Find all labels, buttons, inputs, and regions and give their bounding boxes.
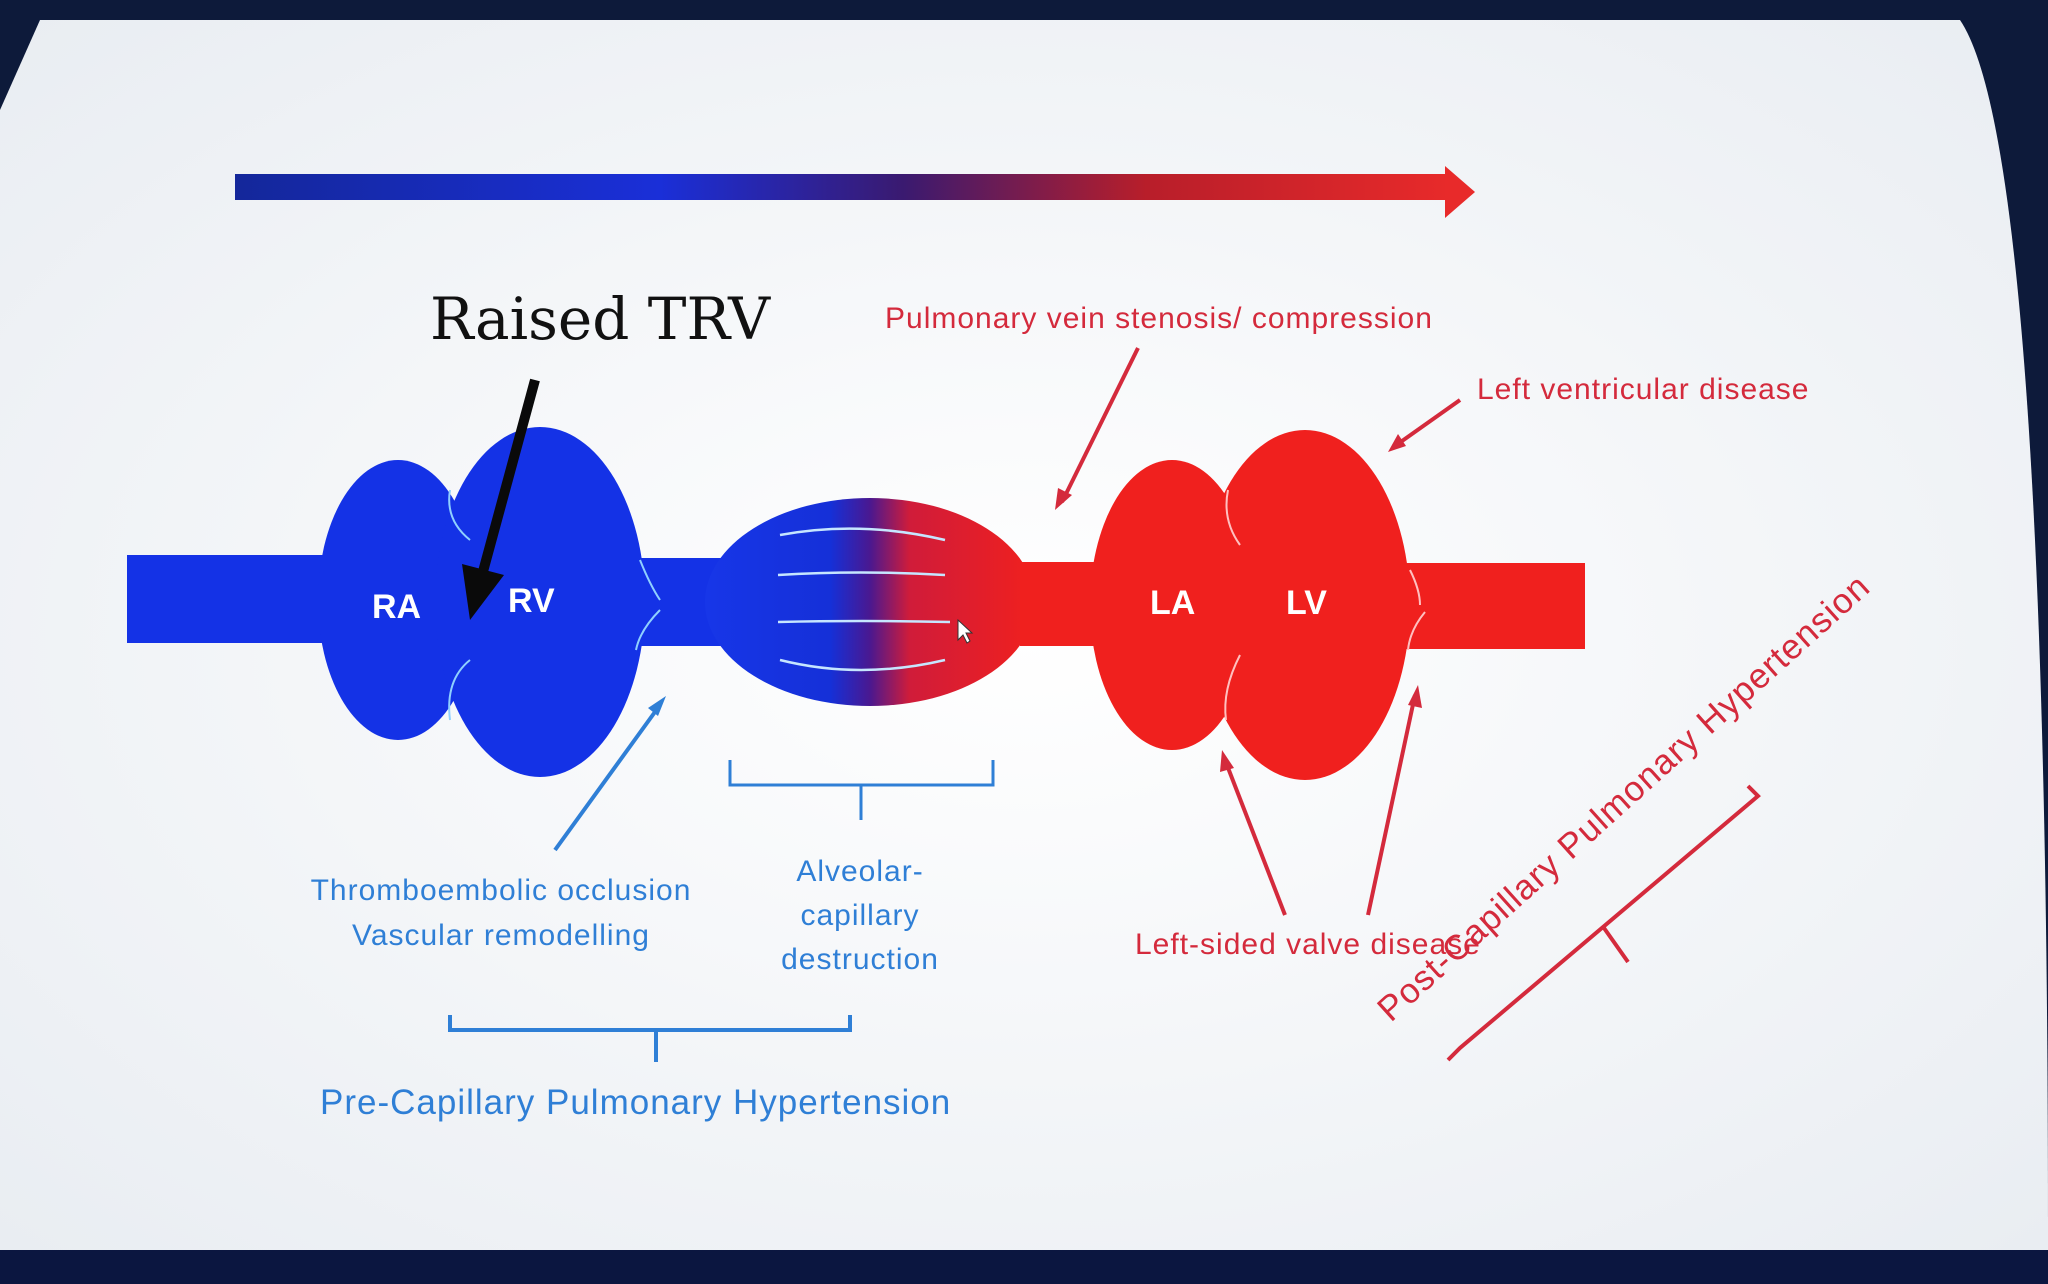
trv-arrow-head [462,564,504,620]
chamber-label-ra: RA [372,588,422,626]
left-ventricle-shape [1200,430,1410,780]
left-valve-label: Left-sided valve disease [1135,928,1481,961]
pulmonary-vein-arrow-line [1060,347,1140,503]
pre-capillary-bracket [448,1015,852,1062]
valve-arrow-aortic-line [1366,694,1417,916]
valve-arrow-mitral-head [1220,750,1234,772]
mitral-valve-line-lower [1224,654,1241,721]
left-ventricular-arrow-line [1393,398,1462,448]
pulmonary-vein-arrow-head [1055,488,1072,510]
capillary-line [779,527,946,542]
aortic-valve-line-lower [1407,611,1426,651]
chamber-label-la: LA [1150,584,1196,622]
left-ventricular-arrow-head [1388,434,1406,452]
thromboembolic-arrow-line [553,703,662,852]
tricuspid-valve-line [448,489,471,541]
aorta-vessel [1400,563,1585,649]
valve-arrow-mitral-line [1223,759,1287,916]
tricuspid-valve-line-lower [448,659,471,721]
right-atrium-shape [318,460,478,740]
mouse-cursor-icon [957,618,974,644]
pulmonary-valve-line [639,559,661,601]
left-ventricular-label: Left ventricular disease [1477,373,1810,406]
right-ventricle-shape [435,427,645,777]
alveolar-label: Alveolar-capillary destruction [781,855,939,976]
capillary-line [777,619,951,624]
chamber-label-rv: RV [508,582,555,620]
mitral-valve-line [1225,489,1241,546]
remodelling-label-line: Vascular remodelling [352,919,650,952]
flow-arrow-head [1445,166,1475,218]
alveolar-bracket [728,760,995,820]
diagram-title: Raised TRV [430,285,770,353]
capillary-line [779,658,946,672]
capillary-line [777,571,946,577]
thromboembolic-label: Thromboembolic occlusion Vascular remode… [296,868,706,958]
chamber-label-lv: LV [1286,584,1327,622]
valve-arrow-aortic-head [1408,685,1422,708]
screen-bottom-bezel [0,1250,2048,1284]
thromboembolic-arrow-head [648,696,666,716]
thromboembolic-label-line: Thromboembolic occlusion [310,874,692,907]
lung-capillary-bed [705,498,1035,706]
aortic-valve-line [1409,569,1421,606]
flow-arrow-shaft [235,174,1450,200]
pulmonary-vein-label: Pulmonary vein stenosis/ compression [885,302,1433,335]
post-capillary-bracket [1446,784,1761,1062]
trv-arrow-line [473,378,540,592]
pre-capillary-group-label: Pre-Capillary Pulmonary Hypertension [320,1083,952,1122]
pulmonary-valve-line-lower [635,609,661,651]
